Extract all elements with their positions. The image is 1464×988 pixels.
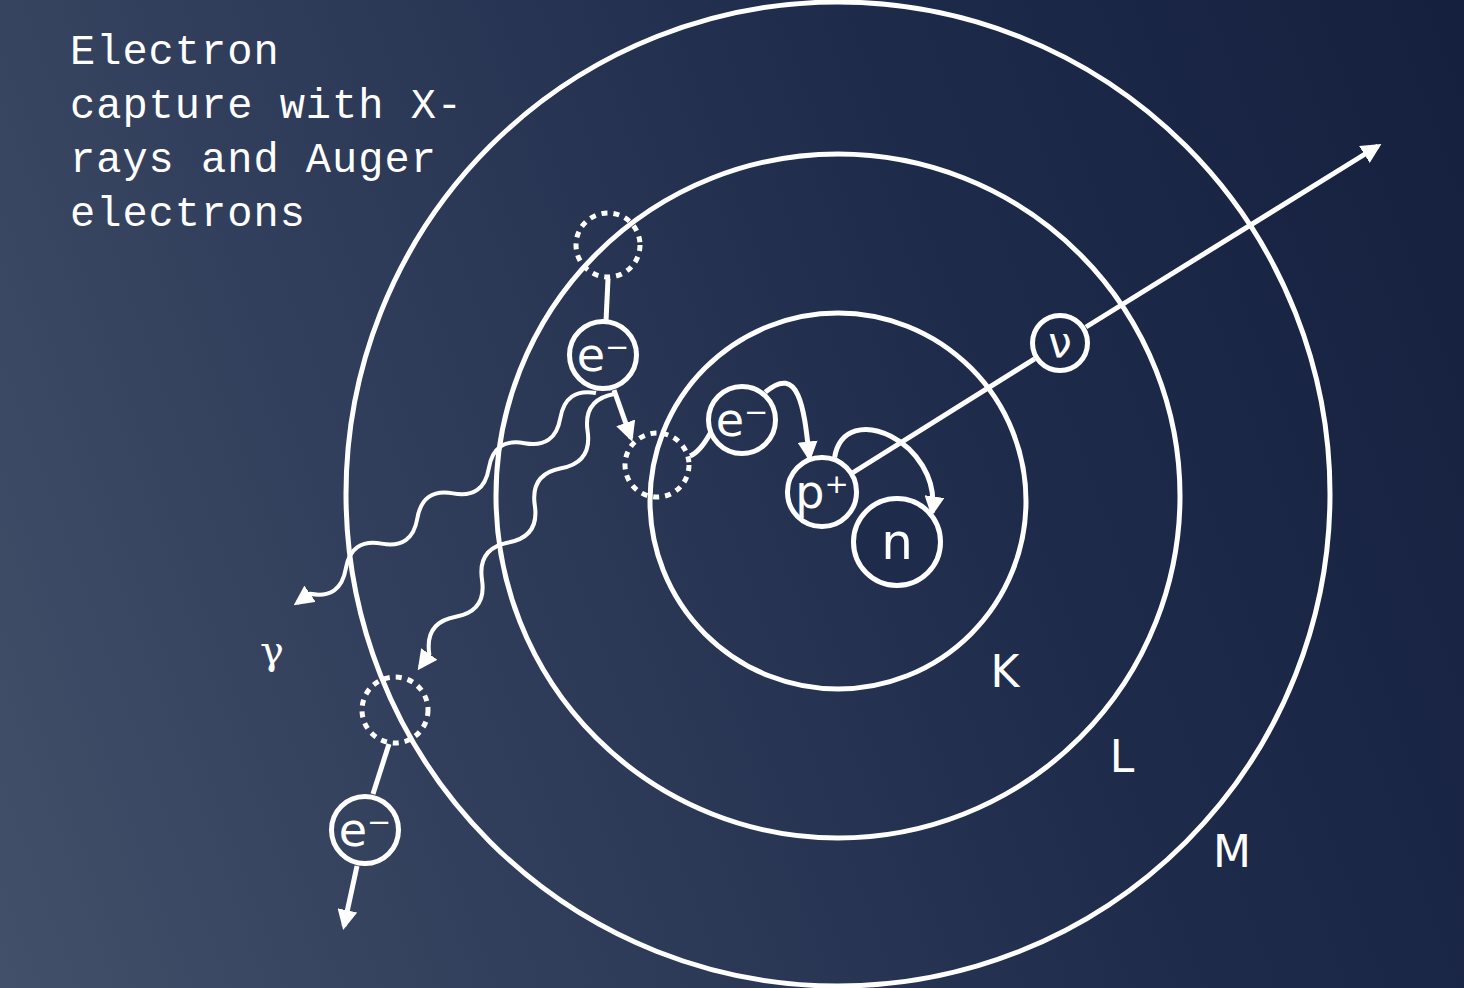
neutrino-arrow bbox=[1086, 146, 1378, 327]
neutron-circle: n bbox=[851, 496, 943, 588]
shell-label: K bbox=[991, 650, 1020, 694]
xray-wave bbox=[297, 392, 596, 603]
neutron-symbol: n bbox=[881, 517, 913, 567]
auger-electron-circle: e⁻ bbox=[329, 794, 402, 867]
neutrino-circle: ν bbox=[1030, 313, 1090, 373]
shell-label-box: K bbox=[991, 650, 1020, 694]
diagram-title: Electron capture with X-rays and Auger e… bbox=[70, 26, 480, 242]
proton-symbol: p⁺ bbox=[795, 469, 848, 515]
l-vacancy bbox=[576, 213, 640, 277]
electron-symbol: e⁻ bbox=[716, 397, 769, 443]
title-box: Electron capture with X-rays and Auger e… bbox=[70, 26, 480, 242]
shell-label-box: M bbox=[1213, 830, 1251, 874]
k-shell bbox=[650, 313, 1026, 689]
shell-label-box: L bbox=[1110, 735, 1135, 779]
neutrino-symbol: ν bbox=[1048, 322, 1071, 364]
electron-circle: e⁻ bbox=[567, 319, 640, 392]
l-shell bbox=[496, 154, 1180, 838]
shell-label: M bbox=[1213, 830, 1251, 874]
transition-arrow bbox=[614, 390, 631, 438]
process-arrow bbox=[853, 359, 1035, 473]
k-vacancy bbox=[625, 433, 689, 497]
shell-label: L bbox=[1110, 735, 1135, 779]
leader-line bbox=[373, 744, 389, 794]
proton-circle: p⁺ bbox=[785, 455, 858, 528]
process-arrow bbox=[765, 383, 809, 457]
leader-line bbox=[606, 279, 608, 321]
gamma-label: γ bbox=[260, 630, 284, 670]
photon-wave bbox=[420, 394, 614, 667]
electron-circle: e⁻ bbox=[706, 384, 779, 457]
electron-symbol: e⁻ bbox=[577, 332, 630, 378]
auger-arrow bbox=[344, 866, 357, 926]
gamma-label-box: γ bbox=[260, 630, 284, 670]
leader-line bbox=[690, 432, 711, 456]
m-shell bbox=[346, 2, 1330, 986]
auger-electron-symbol: e⁻ bbox=[339, 807, 392, 853]
m-vacancy bbox=[362, 677, 428, 743]
